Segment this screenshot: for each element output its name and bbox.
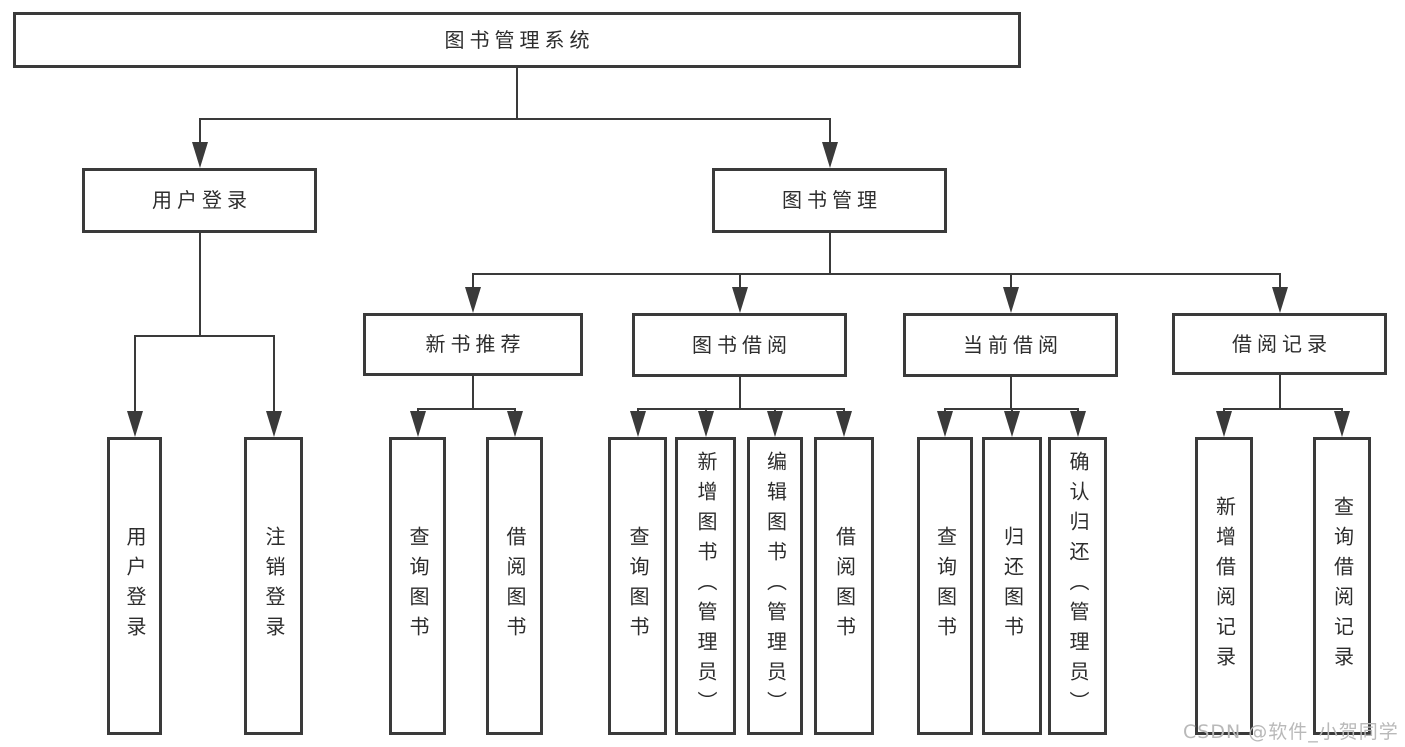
node-label: 借阅记录 <box>1232 331 1332 356</box>
connector-line <box>636 408 845 410</box>
node-leaf-user-login: 用户登录 <box>107 437 162 735</box>
node-leaf-add-borrow-record: 新增借阅记录 <box>1195 437 1253 735</box>
connector-line <box>1011 408 1013 413</box>
connector-line <box>416 408 419 413</box>
node-current-borrow: 当前借阅 <box>903 313 1118 377</box>
connector-line <box>1009 273 1012 289</box>
arrowhead-down-icon <box>1271 287 1288 313</box>
connector-line <box>1278 273 1281 289</box>
node-label: 归还图书 <box>1000 526 1025 646</box>
node-label: 新书推荐 <box>425 332 526 356</box>
node-book-borrow: 图书借阅 <box>632 313 847 377</box>
arrowhead-down-icon <box>1334 411 1350 437</box>
connector-line <box>843 408 845 413</box>
arrowhead-down-icon <box>767 411 783 437</box>
connector-line <box>133 335 136 413</box>
arrowhead-down-icon <box>937 411 953 437</box>
node-label: 新增借阅记录 <box>1212 496 1237 676</box>
connector-line <box>513 408 516 413</box>
node-leaf-return-books: 归还图书 <box>982 437 1042 735</box>
arrowhead-down-icon <box>1069 411 1086 437</box>
arrowhead-down-icon <box>1002 287 1019 313</box>
node-leaf-borrow-books-rec: 借阅图书 <box>486 437 543 735</box>
node-label: 编辑图书（管理员） <box>763 451 788 721</box>
node-label: 查询图书 <box>933 526 958 646</box>
node-label: 用户登录 <box>123 526 147 646</box>
arrowhead-down-icon <box>126 411 143 437</box>
connector-line <box>1076 408 1079 413</box>
node-label: 图书管理系统 <box>444 27 595 52</box>
connector-line <box>828 118 831 144</box>
arrowhead-down-icon <box>821 142 838 168</box>
node-leaf-query-books-borrow: 查询图书 <box>608 437 667 735</box>
arrowhead-down-icon <box>731 287 748 313</box>
node-label: 注销登录 <box>262 526 286 646</box>
connector-line <box>944 408 946 413</box>
node-leaf-add-books: 新增图书（管理员） <box>675 437 736 735</box>
connector-line <box>636 408 639 413</box>
arrowhead-down-icon <box>265 411 282 437</box>
arrowhead-down-icon <box>191 142 208 168</box>
connector-line <box>1009 376 1012 410</box>
node-label: 借阅图书 <box>832 526 857 646</box>
arrowhead-down-icon <box>836 411 852 437</box>
connector-line <box>472 375 474 410</box>
node-label: 查询图书 <box>626 526 650 646</box>
node-new-book-rec: 新书推荐 <box>363 313 583 376</box>
arrowhead-down-icon <box>697 411 714 437</box>
arrowhead-down-icon <box>465 287 481 313</box>
node-leaf-borrow-books: 借阅图书 <box>814 437 874 735</box>
connector-line <box>1278 374 1281 410</box>
node-leaf-logout: 注销登录 <box>244 437 303 735</box>
arrowhead-down-icon <box>506 411 523 437</box>
node-label: 图书借阅 <box>692 332 792 357</box>
node-label: 图书管理 <box>782 188 882 212</box>
node-root: 图书管理系统 <box>13 12 1021 68</box>
connector-line <box>516 67 518 120</box>
arrowhead-down-icon <box>1004 411 1020 437</box>
node-leaf-edit-books: 编辑图书（管理员） <box>747 437 803 735</box>
node-label: 当前借阅 <box>963 332 1063 357</box>
node-label: 借阅图书 <box>503 526 527 646</box>
connector-line <box>416 408 516 410</box>
node-borrow-records: 借阅记录 <box>1172 313 1387 375</box>
connector-line <box>198 232 201 337</box>
node-label: 查询借阅记录 <box>1330 496 1355 676</box>
connector-line <box>738 376 741 410</box>
arrowhead-down-icon <box>409 411 426 437</box>
node-leaf-query-borrow-record: 查询借阅记录 <box>1313 437 1371 735</box>
node-user-login: 用户登录 <box>82 168 317 233</box>
watermark: CSDN @软件_小贺同学 <box>1183 721 1399 743</box>
connector-line <box>774 408 776 413</box>
connector-line <box>472 273 474 289</box>
connector-line <box>198 118 831 120</box>
node-book-mgmt: 图书管理 <box>712 168 947 233</box>
node-label: 确认归还（管理员） <box>1066 451 1090 721</box>
node-leaf-query-books-cur: 查询图书 <box>917 437 973 735</box>
connector-line <box>1341 408 1343 413</box>
connector-line <box>272 335 275 413</box>
arrowhead-down-icon <box>1216 411 1232 437</box>
connector-line <box>704 408 707 413</box>
node-label: 新增图书（管理员） <box>694 451 718 721</box>
node-leaf-confirm-return: 确认归还（管理员） <box>1048 437 1107 735</box>
connector-line <box>1223 408 1225 413</box>
connector-line <box>738 273 741 289</box>
connector-line <box>198 118 201 144</box>
node-leaf-query-books-rec: 查询图书 <box>389 437 446 735</box>
arrowhead-down-icon <box>629 411 646 437</box>
connector-line <box>472 273 1281 275</box>
connector-line <box>1223 408 1343 410</box>
connector-line <box>133 335 275 337</box>
connector-line <box>828 232 831 275</box>
node-label: 查询图书 <box>406 526 430 646</box>
node-label: 用户登录 <box>152 188 252 212</box>
